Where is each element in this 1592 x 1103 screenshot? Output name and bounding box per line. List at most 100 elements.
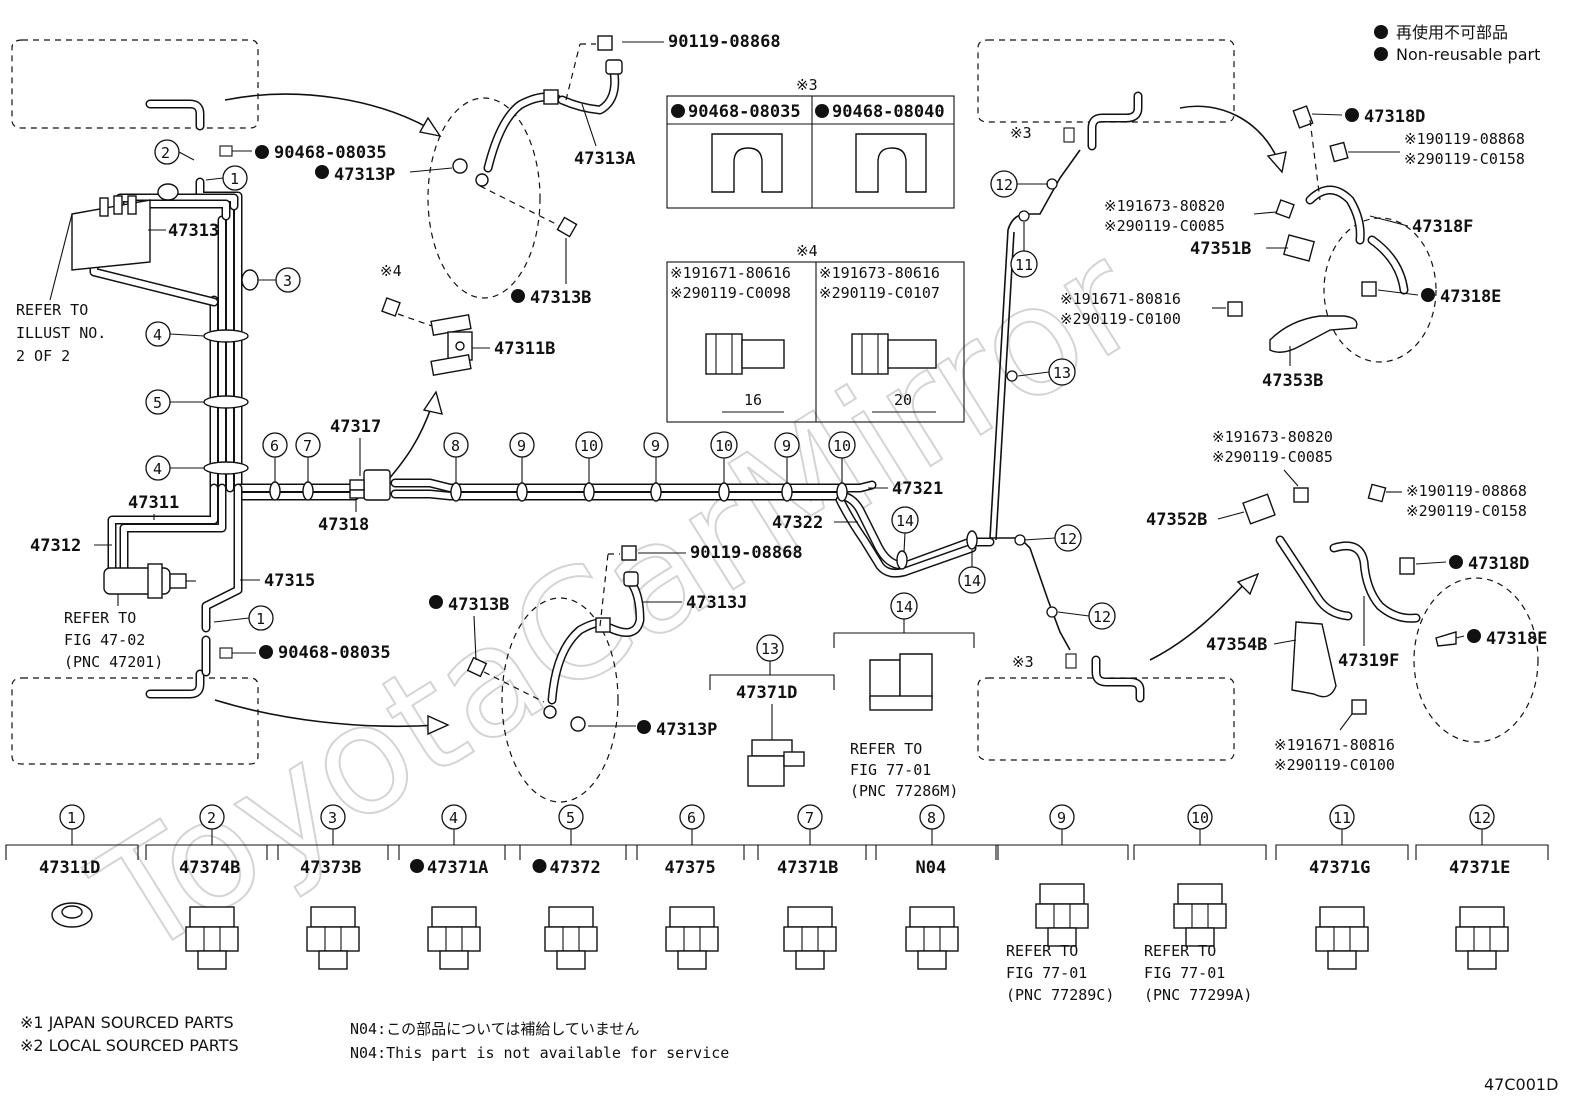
callout-4b-label: 4 (153, 460, 162, 478)
bottom-part-number: 9 (1057, 809, 1066, 827)
ref-290119-C0085-bot: ※290119-C0085 (1212, 448, 1333, 466)
label-90119-08868-mid: 90119-08868 (690, 543, 803, 563)
clip-13-num: 13 (761, 640, 779, 658)
bottom-part-number: 1 (67, 809, 76, 827)
refer-illust-line1: REFER TO (16, 301, 88, 319)
label-47353B: 47353B (1262, 371, 1323, 391)
box-x4-a2: ※290119-C0098 (670, 284, 791, 302)
box-x3-marker: ※3 (796, 76, 818, 94)
ref-290119-C0100-top: ※290119-C0100 (1060, 310, 1181, 328)
bottom-part-ref-line: FIG 77-01 (1006, 964, 1087, 982)
label-47318D-bot: 47318D (1468, 554, 1529, 574)
box-x4-b1: ※191673-80616 (819, 264, 940, 282)
box-x3-part-b: 90468-08040 (832, 102, 945, 122)
box-pipe-stubs (145, 91, 1145, 703)
callout-11-label: 11 (1015, 256, 1033, 274)
ref-191671-80816-bot: ※191671-80816 (1274, 736, 1395, 754)
bottom-part-6: 6 47375 (625, 804, 759, 970)
bottom-part-number: 8 (927, 809, 936, 827)
ref-290119-C0100-bot: ※290119-C0100 (1274, 756, 1395, 774)
part-labels: 90119-08868 47313A 47313P 90468-08035 47… (16, 32, 1547, 774)
label-47318E-bot: 47318E (1486, 629, 1547, 649)
refer-fig7701-a1: REFER TO (850, 740, 922, 758)
bottom-part-number: 10 (1191, 809, 1209, 827)
refer-fig7701-a3: (PNC 77286M) (850, 782, 958, 800)
refer-fig4702-line2: FIG 47-02 (64, 631, 145, 649)
label-47311B: 47311B (494, 339, 555, 359)
callout-12c-label: 12 (995, 176, 1013, 194)
bottom-part-number: 2 (207, 809, 216, 827)
bottom-part-ref-line: (PNC 77289C) (1006, 986, 1114, 1004)
bottom-part-pn: 47371G (1309, 858, 1370, 878)
ref-290119-C0158-top: ※290119-C0158 (1404, 150, 1525, 168)
master-cylinder-block (49, 195, 196, 606)
callout-4a-label: 4 (153, 326, 162, 344)
box-x4-dim-b: 20 (894, 391, 912, 409)
bottom-part-pn: 47372 (550, 858, 601, 878)
line-clips (157, 178, 1058, 618)
footer-notes: ※1 JAPAN SOURCED PARTS ※2 LOCAL SOURCED … (20, 1013, 1558, 1094)
callout-5-label: 5 (153, 394, 162, 412)
refer-fig4702-line3: (PNC 47201) (64, 653, 163, 671)
box-x3 (666, 95, 955, 209)
callout-14a-label: 14 (896, 512, 914, 530)
callout-1b-label: 1 (256, 610, 265, 628)
callout-6-label: 6 (270, 437, 279, 455)
bottom-part-pn: N04 (916, 858, 947, 878)
ref-290119-C0085-top: ※290119-C0085 (1104, 217, 1225, 235)
x3-marker-bot: ※3 (1012, 653, 1034, 671)
note-japan-sourced: ※1 JAPAN SOURCED PARTS (20, 1013, 234, 1032)
detail-right-upper (1227, 105, 1437, 363)
label-90119-08868-top: 90119-08868 (668, 32, 781, 52)
label-47313: 47313 (168, 221, 219, 241)
x4-marker-bracket: ※4 (380, 262, 402, 280)
refer-illust-line2: ILLUST NO. (16, 324, 106, 342)
bottom-part-2: 2 47374B (145, 804, 279, 970)
ref-191673-80820-bot: ※191673-80820 (1212, 428, 1333, 446)
callout-13-label: 13 (1053, 364, 1071, 382)
bottom-part-ref-line: REFER TO (1144, 942, 1216, 960)
bottom-part-ref-line: (PNC 77299A) (1144, 986, 1252, 1004)
bottom-part-7: 7 47371B (743, 804, 877, 970)
detail-47313J (466, 545, 645, 803)
label-47311: 47311 (128, 493, 179, 513)
bottom-part-pn: 47375 (665, 858, 716, 878)
label-47318D-top: 47318D (1364, 107, 1425, 127)
callout-1-label: 1 (230, 170, 239, 188)
callout-10c-label: 10 (833, 437, 851, 455)
bottom-part-pn: 47371B (777, 858, 838, 878)
callout-9a-label: 9 (517, 437, 526, 455)
bottom-part-number: 7 (805, 809, 814, 827)
legend-en: Non-reusable part (1396, 45, 1540, 64)
bottom-part-number: 6 (687, 809, 696, 827)
clip-14-num: 14 (895, 598, 913, 616)
callout-7-label: 7 (303, 437, 312, 455)
box-x4-b2: ※290119-C0107 (819, 284, 940, 302)
label-90468-08035-top: 90468-08035 (274, 143, 387, 163)
label-47313A: 47313A (574, 149, 635, 169)
label-47313B-top: 47313B (530, 288, 591, 308)
bottom-part-pn: 47374B (179, 858, 240, 878)
detail-right-lower (1242, 483, 1539, 743)
ref-290119-C0158-bot: ※290119-C0158 (1406, 502, 1527, 520)
label-47319F: 47319F (1338, 651, 1399, 671)
refer-fig4702-line1: REFER TO (64, 609, 136, 627)
callout-9c-label: 9 (782, 437, 791, 455)
note-local-sourced: ※2 LOCAL SOURCED PARTS (20, 1036, 239, 1055)
bottom-part-pn: 47371E (1449, 858, 1510, 878)
label-47352B: 47352B (1146, 510, 1207, 530)
label-47318: 47318 (318, 515, 369, 535)
label-47313P-top: 47313P (334, 165, 395, 185)
ref-190119-08868-top: ※190119-08868 (1404, 130, 1525, 148)
